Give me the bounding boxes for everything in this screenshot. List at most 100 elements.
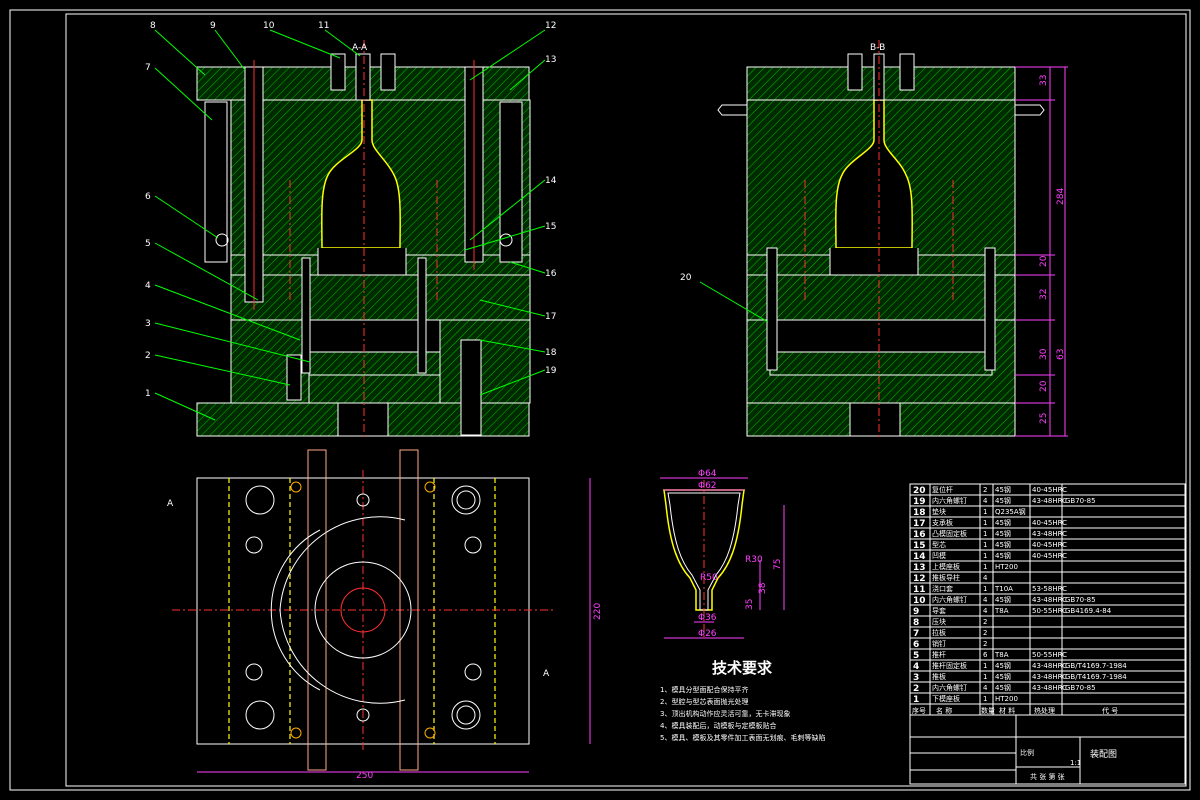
bom-row-no: 6 xyxy=(913,640,919,650)
part-5-ejector-pin-right xyxy=(417,257,427,374)
bom-row-qty: 1 xyxy=(983,519,987,527)
bom-row-name: 复位杆 xyxy=(932,485,953,494)
svg-text:Φ36: Φ36 xyxy=(698,613,717,623)
part-17-support-plate xyxy=(230,274,531,321)
bom-row-qty: 4 xyxy=(983,497,988,505)
title-block-name: 装配图 xyxy=(1090,748,1117,760)
svg-text:63: 63 xyxy=(1056,349,1066,360)
bom-row-name: 导套 xyxy=(932,606,946,615)
bom-row-qty: 1 xyxy=(983,552,987,560)
bom-row-qty: 4 xyxy=(983,684,988,692)
part-2-screw xyxy=(286,354,302,401)
part-19-screw xyxy=(460,339,482,436)
svg-text:35: 35 xyxy=(745,599,755,610)
label-7: 7 xyxy=(145,63,151,73)
label-15: 15 xyxy=(545,222,556,232)
svg-text:A: A xyxy=(167,499,174,509)
label-4: 4 xyxy=(145,281,151,291)
label-13: 13 xyxy=(545,55,556,65)
svg-text:250: 250 xyxy=(356,771,373,781)
svg-text:5、模具、模板及其零件加工表面无划痕、毛刺等缺陷: 5、模具、模板及其零件加工表面无划痕、毛刺等缺陷 xyxy=(660,733,825,742)
label-2: 2 xyxy=(145,351,151,361)
svg-text:75: 75 xyxy=(773,559,783,570)
bom-row-name: 浇口套 xyxy=(932,584,953,593)
bom-row-no: 16 xyxy=(913,530,926,540)
sheet-outer-border xyxy=(9,9,1191,791)
label-9: 9 xyxy=(210,21,216,31)
bom-row-name: 下模座板 xyxy=(932,694,960,703)
bom-row-hrc: 43-48HRC xyxy=(1032,662,1067,670)
svg-text:3、顶出机构动作应灵活可靠，无卡滞现象: 3、顶出机构动作应灵活可靠，无卡滞现象 xyxy=(660,709,790,718)
bom-row-qty: 4 xyxy=(983,574,988,582)
bom-row-material: Q235A钢 xyxy=(995,507,1026,516)
part-18-spacer-right xyxy=(439,319,531,404)
svg-text:20: 20 xyxy=(1039,380,1049,392)
bom-row-name: 上模座板 xyxy=(932,562,960,571)
bom-row-name: 拉板 xyxy=(932,628,946,637)
bom-row-qty: 1 xyxy=(983,563,987,571)
part-11-sprue-bushing xyxy=(355,53,371,101)
bom-row-material: 45钢 xyxy=(995,551,1011,560)
svg-text:R50: R50 xyxy=(700,573,718,583)
label-11: 11 xyxy=(318,21,329,31)
label-19: 19 xyxy=(545,366,557,376)
bom-row-no: 13 xyxy=(913,563,926,573)
bom-row-hrc: 40-45HRC xyxy=(1032,486,1067,494)
svg-text:32: 32 xyxy=(1039,289,1049,300)
title-block-sheet: 共 张 第 张 xyxy=(1030,772,1065,781)
bom-row-hrc: 43-48HRC xyxy=(1032,596,1067,604)
bom-row-material: 45钢 xyxy=(995,672,1011,681)
bom-row-no: 19 xyxy=(913,497,926,507)
bom-row-no: 12 xyxy=(913,574,926,584)
section-view-a-a xyxy=(196,40,531,440)
bom-row-hrc: 40-45HRC xyxy=(1032,541,1067,549)
part-7-pull-plate-left xyxy=(204,101,228,263)
bom-row-no: 3 xyxy=(913,673,919,683)
label-3: 3 xyxy=(145,319,151,329)
bom-row-qty: 1 xyxy=(983,508,987,516)
bom-row-qty: 1 xyxy=(983,530,987,538)
bom-row-name: 销钉 xyxy=(932,639,946,648)
bom-row-no: 4 xyxy=(913,662,919,672)
bom-row-material: T8A xyxy=(994,651,1009,659)
bom-row-material: 45钢 xyxy=(995,529,1011,538)
leader-labels: 8 9 10 11 12 13 7 6 5 4 3 2 1 14 15 16 1… xyxy=(145,21,557,421)
label-12: 12 xyxy=(545,21,556,31)
bom-header-qty: 数量 xyxy=(981,706,995,715)
bom-row-material: HT200 xyxy=(995,563,1018,571)
bom-row-name: 凸模固定板 xyxy=(932,529,967,538)
label-1: 1 xyxy=(145,389,151,399)
bom-row-qty: 1 xyxy=(983,541,987,549)
svg-text:2、型腔与型芯表面抛光处理: 2、型腔与型芯表面抛光处理 xyxy=(660,697,748,706)
svg-text:Φ62: Φ62 xyxy=(698,481,717,491)
part-6-pin-left xyxy=(215,233,229,247)
bom-row-hrc: 40-45HRC xyxy=(1032,519,1067,527)
bom-row-qty: 2 xyxy=(983,640,987,648)
svg-text:4、模具装配后，动模板与定模板贴合: 4、模具装配后，动模板与定模板贴合 xyxy=(660,721,776,730)
bom-row-std: GB/T4169.7-1984 xyxy=(1065,662,1127,670)
title-block-scale-label: 比例 xyxy=(1020,748,1034,757)
svg-text:30: 30 xyxy=(1039,348,1049,360)
bom-row-hrc: 43-48HRC xyxy=(1032,530,1067,538)
part-10-screw-left xyxy=(330,53,346,91)
section-view-b-b: 20 B-B xyxy=(680,40,1045,440)
svg-text:技术要求: 技术要求 xyxy=(712,659,773,677)
bom-row-qty: 4 xyxy=(983,596,988,604)
bom-row-name: 内六角螺钉 xyxy=(932,683,967,692)
bom-row-name: 推板 xyxy=(932,672,946,681)
bom-header-name: 名 称 xyxy=(936,706,952,715)
bom-row-name: 垫块 xyxy=(932,507,946,516)
svg-text:1、模具分型面配合保持平齐: 1、模具分型面配合保持平齐 xyxy=(660,685,748,694)
label-8: 8 xyxy=(150,21,156,31)
bom-row-no: 11 xyxy=(913,585,926,595)
bom-row-qty: 1 xyxy=(983,695,987,703)
bom-row-material: T8A xyxy=(994,607,1009,615)
bom-row-no: 20 xyxy=(913,486,926,496)
bom-row-name: 型芯 xyxy=(932,540,946,549)
bom-row-name: 凹模 xyxy=(932,551,946,560)
side-dimensions: 33 284 20 32 63 30 20 25 xyxy=(1015,66,1068,437)
bom-row-std: GB70-85 xyxy=(1065,497,1096,505)
bom-header-std: 代 号 xyxy=(1102,706,1118,715)
bom-row-material: 45钢 xyxy=(995,683,1011,692)
bom-row-std: GB70-85 xyxy=(1065,596,1096,604)
